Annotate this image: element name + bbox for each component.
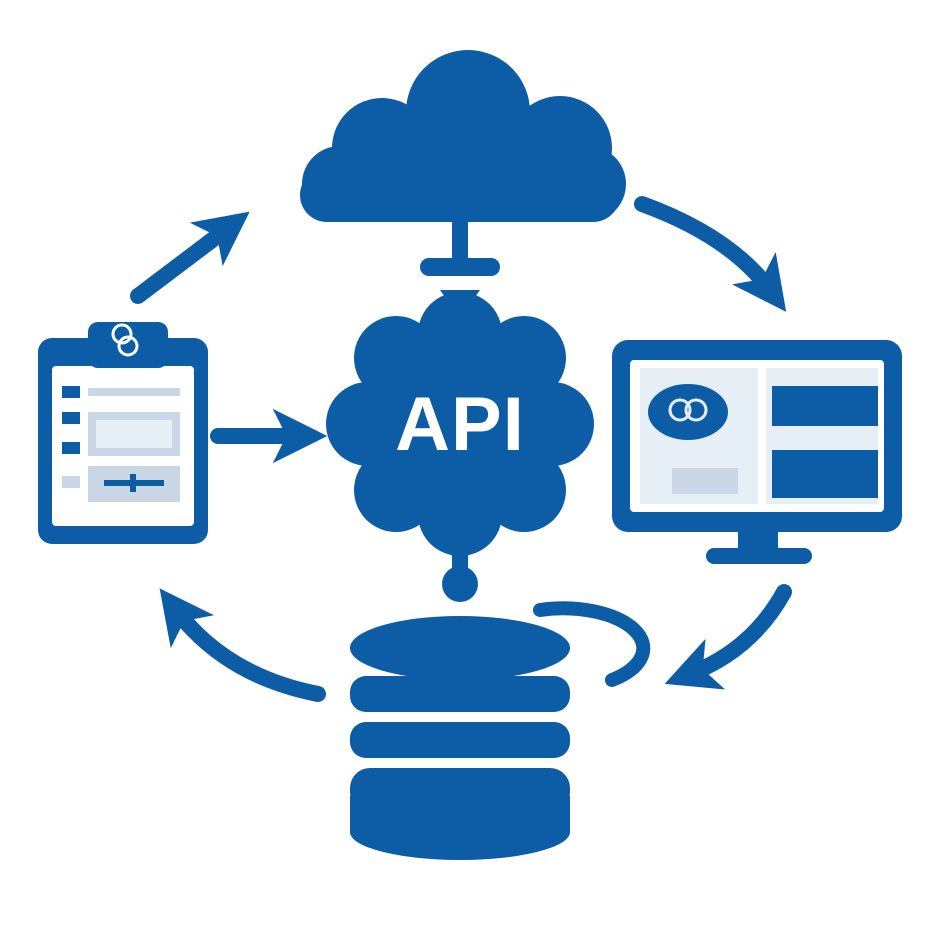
api-database-connector <box>442 540 478 602</box>
cloud-icon <box>300 50 626 222</box>
api-gear-icon <box>326 292 594 556</box>
database-orbit-ring <box>533 601 651 687</box>
clipboard-to-cloud-arrow <box>130 211 250 304</box>
api-label: API <box>395 382 525 467</box>
monitor-to-database-arrow <box>664 584 792 690</box>
clipboard-form-icon <box>38 322 208 544</box>
cloud-to-monitor-arrow <box>634 196 787 312</box>
database-to-clipboard-arrow <box>159 588 326 702</box>
database-icon <box>350 616 570 860</box>
monitor-dashboard-icon <box>612 340 902 564</box>
